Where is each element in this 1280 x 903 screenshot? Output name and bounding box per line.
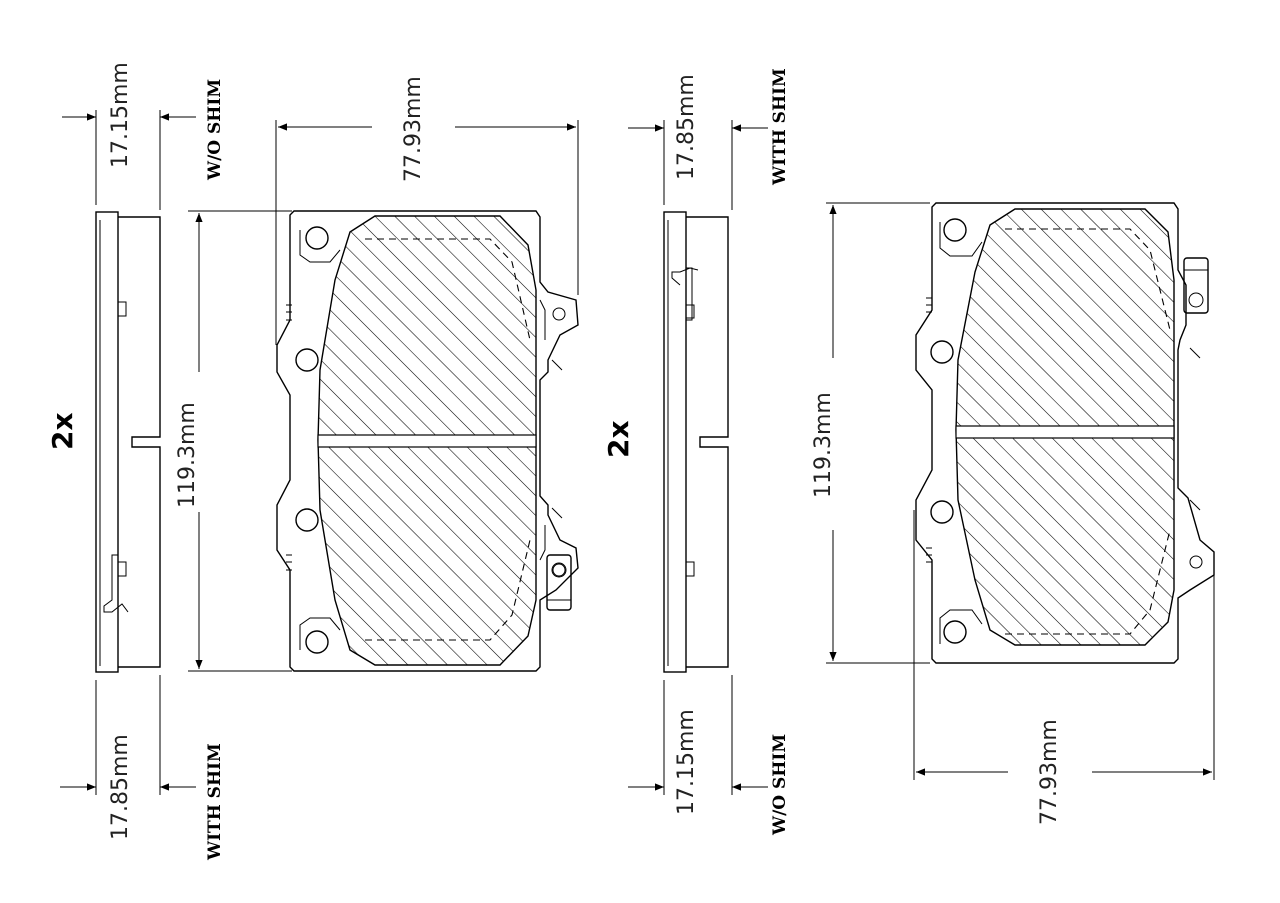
left-mount-hole	[305, 226, 329, 250]
right-thickness-bottom-label: W/O SHIM	[770, 734, 790, 836]
left-width-value: 77.93mm	[401, 76, 426, 182]
left-side-profile	[95, 211, 161, 673]
left-thickness-top-label: W/O SHIM	[205, 79, 225, 181]
right-mount-hole	[930, 500, 954, 524]
right-wear-sensor	[1183, 257, 1209, 314]
left-center-slot	[317, 434, 537, 448]
left-mount-hole	[552, 563, 566, 577]
right-height-dimension: 119.3mm	[811, 202, 930, 664]
right-mount-hole	[943, 218, 967, 242]
right-width-value: 77.93mm	[1037, 719, 1062, 825]
left-height-dimension: 119.3mm	[175, 210, 292, 672]
left-mount-hole	[305, 630, 329, 654]
left-thickness-bottom-value: 17.85mm	[108, 734, 133, 840]
left-thickness-bottom-label: WITH SHIM	[205, 743, 225, 861]
left-pad-drawing: 17.15mm W/O SHIM 17.85mm WITH SHIM 2x 11…	[46, 62, 579, 861]
right-thickness-bottom-value: 17.15mm	[674, 709, 699, 815]
left-height-value: 119.3mm	[175, 402, 200, 508]
left-bottom-thickness-dimension: 17.85mm WITH SHIM	[60, 675, 225, 861]
right-pad-drawing: 17.85mm WITH SHIM 17.15mm W/O SHIM 2x 11…	[602, 68, 1215, 836]
left-thickness-top-value: 17.15mm	[108, 62, 133, 168]
right-quantity: 2x	[602, 420, 635, 458]
left-wear-sensor	[546, 554, 572, 611]
right-thickness-top-value: 17.85mm	[674, 74, 699, 180]
right-side-profile	[663, 211, 729, 673]
right-mount-hole	[943, 620, 967, 644]
left-backing-plate	[276, 210, 579, 672]
left-top-thickness-dimension: 17.15mm W/O SHIM	[62, 62, 225, 210]
right-bottom-thickness-dimension: 17.15mm W/O SHIM	[628, 675, 790, 836]
left-width-dimension: 77.93mm	[275, 76, 579, 345]
right-mount-hole	[1189, 555, 1203, 569]
right-center-slot	[955, 425, 1175, 439]
left-quantity: 2x	[46, 412, 79, 450]
right-height-value: 119.3mm	[811, 392, 836, 498]
right-top-thickness-dimension: 17.85mm WITH SHIM	[628, 68, 790, 210]
left-mount-hole	[552, 307, 566, 321]
left-mount-hole	[295, 508, 319, 532]
right-width-dimension: 77.93mm	[913, 510, 1215, 825]
right-mount-hole	[930, 340, 954, 364]
left-mount-hole	[295, 348, 319, 372]
right-thickness-top-label: WITH SHIM	[770, 68, 790, 186]
right-backing-plate	[915, 202, 1215, 664]
